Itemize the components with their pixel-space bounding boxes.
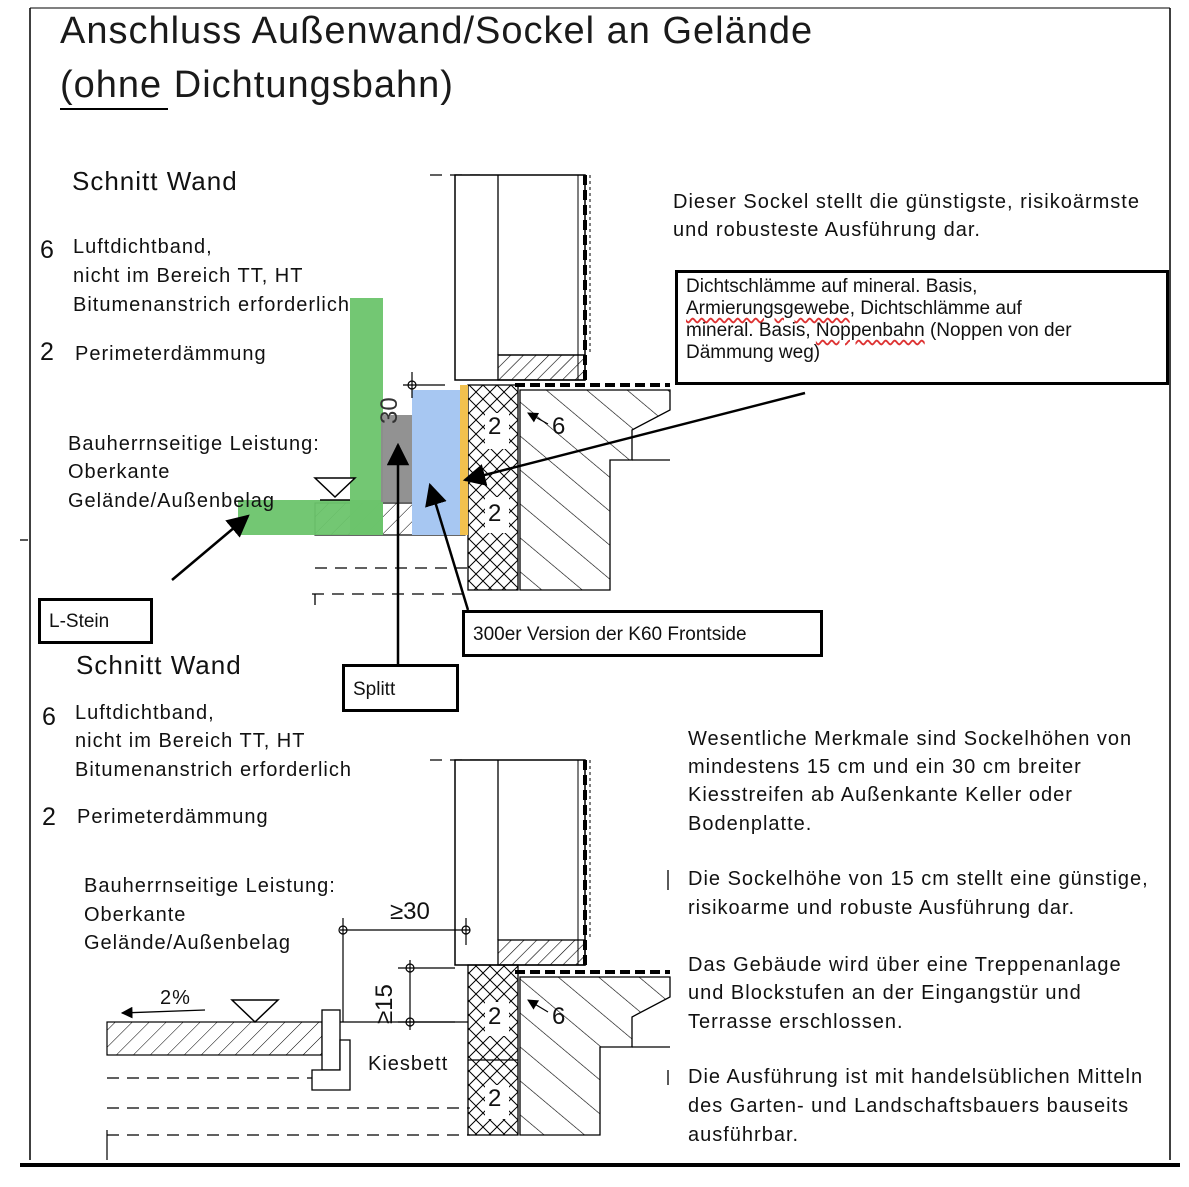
lower-mark-6: 6 [552, 1003, 566, 1030]
lower-para1-line3: Kiesstreifen ab Außenkante Keller oder [688, 784, 1073, 806]
callout-word-noppenbahn: Noppenbahn [815, 320, 925, 341]
lower-mark-2b: 2 [488, 1085, 502, 1112]
page-title: Anschluss Außenwand/Sockel an Gelände [60, 10, 814, 52]
lower-kiesbett: Kiesbett [368, 1053, 449, 1075]
upper-mark-2a: 2 [488, 413, 502, 440]
lower-dim-30: ≥30 [390, 898, 430, 925]
upper-item6-line1: Luftdichtband, [73, 236, 213, 258]
upper-description-line1: Dieser Sockel stellt die günstigste, ris… [673, 191, 1140, 213]
lower-item6-line1: Luftdichtband, [75, 702, 215, 724]
upper-client-line3: Gelände/Außenbelag [68, 490, 276, 512]
lower-client-line3: Gelände/Außenbelag [84, 932, 292, 954]
upper-dim-30: 30 [376, 397, 403, 424]
lower-heading: Schnitt Wand [76, 650, 242, 680]
lower-section-drawing [20, 539, 671, 1160]
lower-para4-line2: des Garten- und Landschaftsbauers bausei… [688, 1095, 1130, 1117]
lower-para4-line1: Die Ausführung ist mit handelsüblichen M… [688, 1066, 1144, 1088]
page-subtitle: (ohne Dichtungsbahn) [60, 66, 454, 104]
upper-heading: Schnitt Wand [72, 166, 238, 196]
lower-item6-line3: Bitumenanstrich erforderlich [75, 759, 352, 781]
callout-dichtschlaemme-line2: Armierungsgewebe, Dichtschlämme auf [686, 298, 1158, 320]
callout-line2-rest: , Dichtschlämme auf [849, 298, 1022, 319]
lower-para2-line1: Die Sockelhöhe von 15 cm stellt eine gün… [688, 868, 1149, 890]
upper-item2-number: 2 [40, 338, 54, 366]
lower-para2-line2: risikoarme und robuste Ausführung dar. [688, 897, 1076, 919]
upper-client-line1: Bauherrnseitige Leistung: [68, 433, 320, 455]
subtitle-underlined: (ohne [60, 64, 163, 106]
upper-client-line2: Oberkante [68, 461, 171, 483]
lower-item2-number: 2 [42, 803, 56, 831]
lower-client-line2: Oberkante [84, 904, 187, 926]
lower-para1-line2: mindestens 15 cm und ein 30 cm breiter [688, 756, 1082, 778]
upper-mark-2b: 2 [488, 500, 502, 527]
upper-item6-line2: nicht im Bereich TT, HT [73, 265, 304, 287]
upper-item2-label: Perimeterdämmung [75, 343, 267, 365]
callout-dichtschlaemme-line3: mineral. Basis, Noppenbahn (Noppen von d… [686, 320, 1158, 342]
lower-para1-line1: Wesentliche Merkmale sind Sockelhöhen vo… [688, 728, 1133, 750]
page-frame [20, 7, 1180, 1167]
callout-line3-a: mineral. Basis, [686, 320, 816, 341]
lower-client-line1: Bauherrnseitige Leistung: [84, 875, 336, 897]
callout-splitt: Splitt [342, 664, 459, 712]
callout-word-armierungsgewebe: Armierungsgewebe [686, 298, 850, 319]
subtitle-rest: Dichtungsbahn) [162, 64, 454, 106]
callout-k60: 300er Version der K60 Frontside [462, 610, 823, 657]
lower-slope: 2% [160, 987, 191, 1009]
upper-mark-6: 6 [552, 413, 566, 440]
lower-item6-line2: nicht im Bereich TT, HT [75, 730, 306, 752]
callout-dichtschlaemme: Dichtschlämme auf mineral. Basis, Armier… [675, 270, 1169, 385]
callout-line3-c: (Noppen von der [924, 320, 1072, 341]
upper-section-drawing [171, 174, 806, 665]
lower-para1-line4: Bodenplatte. [688, 813, 813, 835]
callout-lstein: L-Stein [38, 598, 153, 644]
callout-dichtschlaemme-line4: Dämmung weg) [686, 342, 821, 363]
lower-para3-line1: Das Gebäude wird über eine Treppenanlage [688, 954, 1122, 976]
upper-item6-line3: Bitumenanstrich erforderlich [73, 294, 350, 316]
callout-dichtschlaemme-line1: Dichtschlämme auf mineral. Basis, [686, 276, 978, 297]
lower-para4-line3: ausführbar. [688, 1124, 800, 1146]
lower-dim-15: ≥15 [371, 984, 398, 1024]
lower-mark-2a: 2 [488, 1003, 502, 1030]
lower-para3-line2: und Blockstufen an der Eingangstür und [688, 982, 1082, 1004]
upper-item6-number: 6 [40, 236, 54, 264]
upper-description-line2: und robusteste Ausführung dar. [673, 219, 981, 241]
lower-para3-line3: Terrasse erschlossen. [688, 1011, 904, 1033]
lower-item2-label: Perimeterdämmung [77, 806, 269, 828]
lower-item6-number: 6 [42, 703, 56, 731]
